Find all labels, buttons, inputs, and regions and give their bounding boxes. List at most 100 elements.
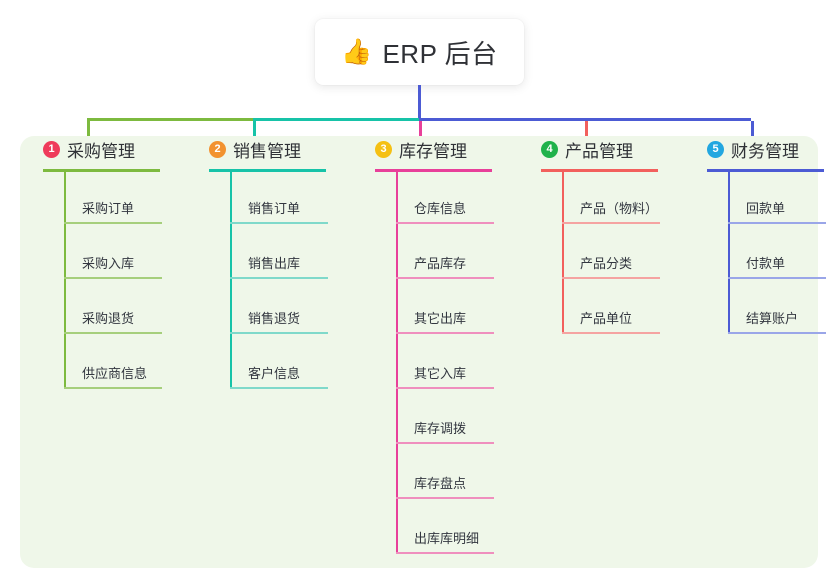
branch-badge-sales: 2 (209, 140, 226, 158)
leaf-item-label: 仓库信息 (414, 201, 467, 216)
bus-segment-blue (419, 118, 751, 121)
leaf-item-label: 结算账户 (746, 311, 799, 326)
leaf-item[interactable]: 产品单位 (562, 296, 660, 334)
branches-panel: 1 采购管理采购订单采购入库采购退货供应商信息 2 销售管理销售订单销售出库销售退货客… (20, 136, 826, 568)
leaf-item[interactable]: 供应商信息 (64, 351, 162, 389)
leaf-item-label: 销售订单 (248, 201, 301, 216)
branch-header-rule-finance (707, 169, 824, 172)
leaf-item-label: 采购订单 (82, 201, 135, 216)
leaf-item[interactable]: 结算账户 (728, 296, 826, 334)
leaf-item-rule (396, 222, 494, 224)
branch-title-purchase: 采购管理 (67, 141, 135, 161)
leaf-item[interactable]: 其它入库 (396, 351, 494, 389)
branch-spine-sales (230, 172, 232, 389)
branch-title-finance: 财务管理 (731, 141, 799, 161)
branch-badge-product: 4 (541, 140, 558, 158)
leaf-item[interactable]: 仓库信息 (396, 186, 494, 224)
branch-header-rule-purchase (43, 169, 160, 172)
branch-spine-finance (728, 172, 730, 334)
branch-header-rule-inventory (375, 169, 492, 172)
leaf-item[interactable]: 销售出库 (230, 241, 328, 279)
leaf-item-label: 回款单 (746, 201, 786, 216)
leaf-item[interactable]: 产品库存 (396, 241, 494, 279)
leaf-item-label: 销售退货 (248, 311, 301, 326)
leaf-item-label: 销售出库 (248, 256, 301, 271)
leaf-item-rule (230, 332, 328, 334)
leaf-item[interactable]: 其它出库 (396, 296, 494, 334)
leaf-item-rule (562, 332, 660, 334)
branch-spine-product (562, 172, 564, 334)
leaf-item-label: 产品库存 (414, 256, 467, 271)
leaf-item[interactable]: 采购入库 (64, 241, 162, 279)
root-node[interactable]: 👍 ERP 后台 (315, 19, 524, 85)
thumbs-up-icon: 👍 (341, 37, 373, 66)
leaf-item-label: 产品单位 (580, 311, 633, 326)
branch-header-sales[interactable]: 2 销售管理 (198, 136, 358, 162)
leaf-item-rule (396, 277, 494, 279)
leaf-item[interactable]: 产品分类 (562, 241, 660, 279)
leaf-item-label: 出库库明细 (414, 531, 480, 546)
branch-badge-inventory: 3 (375, 140, 392, 158)
leaf-item[interactable]: 付款单 (728, 241, 826, 279)
leaf-item-rule (396, 552, 494, 554)
branch-title-product: 产品管理 (565, 141, 633, 161)
leaf-item-rule (728, 277, 826, 279)
leaf-item[interactable]: 客户信息 (230, 351, 328, 389)
leaf-item-rule (230, 222, 328, 224)
branch-header-purchase[interactable]: 1 采购管理 (32, 136, 192, 162)
leaf-item-label: 采购退货 (82, 311, 135, 326)
branch-badge-purchase: 1 (43, 140, 60, 158)
leaf-item-rule (728, 332, 826, 334)
leaf-item-rule (396, 387, 494, 389)
root-title: ERP 后台 (382, 38, 498, 69)
leaf-item[interactable]: 产品（物料） (562, 186, 660, 224)
leaf-item-label: 付款单 (746, 256, 786, 271)
leaf-item-rule (64, 387, 162, 389)
leaf-item-rule (230, 277, 328, 279)
leaf-item[interactable]: 库存调拨 (396, 406, 494, 444)
branch-header-finance[interactable]: 5 财务管理 (696, 136, 839, 162)
leaf-item-label: 其它入库 (414, 366, 467, 381)
leaf-item-rule (396, 332, 494, 334)
branch-spine-purchase (64, 172, 66, 389)
branch-badge-finance: 5 (707, 140, 724, 158)
leaf-item-rule (64, 222, 162, 224)
leaf-item[interactable]: 库存盘点 (396, 461, 494, 499)
leaf-item-label: 库存盘点 (414, 476, 467, 491)
leaf-item-rule (230, 387, 328, 389)
branch-header-inventory[interactable]: 3 库存管理 (364, 136, 524, 162)
branch-header-rule-sales (209, 169, 326, 172)
leaf-item[interactable]: 销售退货 (230, 296, 328, 334)
leaf-item-label: 供应商信息 (82, 366, 148, 381)
branch-column-product: 4 产品管理产品（物料） 产品分类产品单位 (530, 136, 690, 334)
branch-title-inventory: 库存管理 (399, 141, 467, 161)
leaf-item[interactable]: 回款单 (728, 186, 826, 224)
leaf-item-label: 库存调拨 (414, 421, 467, 436)
bus-segment-green (87, 118, 253, 121)
branch-column-finance: 5 财务管理回款单付款单结算账户 (696, 136, 839, 334)
leaf-item-label: 产品分类 (580, 256, 633, 271)
branch-title-sales: 销售管理 (233, 141, 301, 161)
leaf-item[interactable]: 采购订单 (64, 186, 162, 224)
bus-segment-teal (253, 118, 419, 121)
leaf-item-rule (396, 442, 494, 444)
branch-column-sales: 2 销售管理销售订单销售出库销售退货客户信息 (198, 136, 358, 389)
leaf-item[interactable]: 采购退货 (64, 296, 162, 334)
leaf-item-rule (562, 222, 660, 224)
leaf-item-rule (728, 222, 826, 224)
branch-spine-inventory (396, 172, 398, 554)
branch-column-inventory: 3 库存管理仓库信息产品库存其它出库其它入库库存调拨库存盘点出库库明细 (364, 136, 524, 554)
leaf-item-rule (396, 497, 494, 499)
leaf-item[interactable]: 出库库明细 (396, 516, 494, 554)
leaf-item-label: 采购入库 (82, 256, 135, 271)
leaf-item-label: 客户信息 (248, 366, 301, 381)
branch-header-product[interactable]: 4 产品管理 (530, 136, 690, 162)
leaf-item-rule (64, 277, 162, 279)
branch-header-rule-product (541, 169, 658, 172)
branch-column-purchase: 1 采购管理采购订单采购入库采购退货供应商信息 (32, 136, 192, 389)
leaf-item-rule (562, 277, 660, 279)
leaf-item-label: 其它出库 (414, 311, 467, 326)
leaf-item-rule (64, 332, 162, 334)
leaf-item[interactable]: 销售订单 (230, 186, 328, 224)
